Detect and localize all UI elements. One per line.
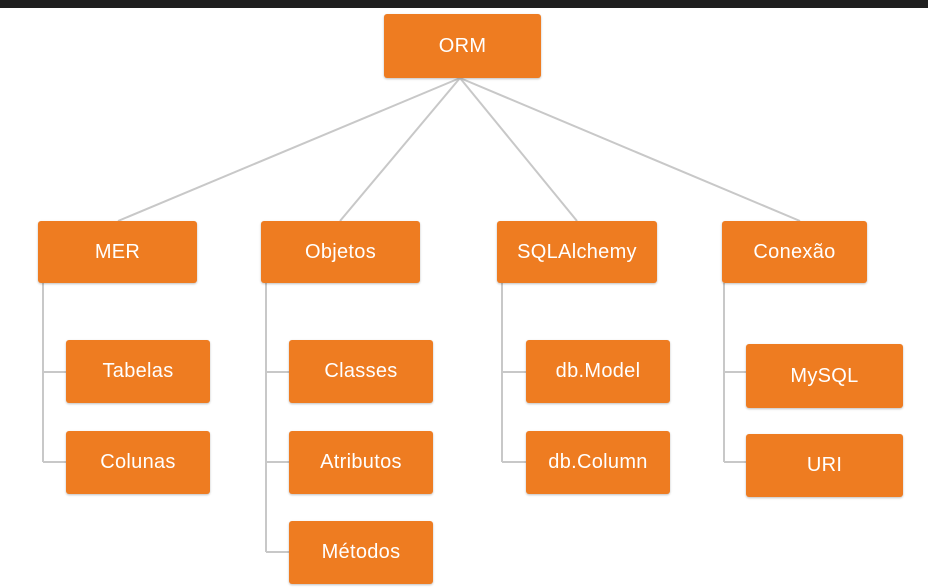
connector-root-objetos xyxy=(339,77,461,222)
connector-root-conexao xyxy=(459,77,801,222)
node-atributos: Atributos xyxy=(289,431,433,494)
node-db-model: db.Model xyxy=(526,340,670,403)
node-metodos: Métodos xyxy=(289,521,433,584)
node-colunas: Colunas xyxy=(66,431,210,494)
node-objetos: Objetos xyxy=(261,221,420,283)
connector-root-sqlalchemy xyxy=(459,77,578,222)
node-mysql: MySQL xyxy=(746,344,903,408)
node-sqlalchemy: SQLAlchemy xyxy=(497,221,657,283)
node-conexao: Conexão xyxy=(722,221,867,283)
top-bar xyxy=(0,0,928,8)
node-uri: URI xyxy=(746,434,903,497)
connector-root-mer xyxy=(117,77,461,222)
node-classes: Classes xyxy=(289,340,433,403)
node-orm: ORM xyxy=(384,14,541,78)
node-tabelas: Tabelas xyxy=(66,340,210,403)
node-db-column: db.Column xyxy=(526,431,670,494)
node-mer: MER xyxy=(38,221,197,283)
